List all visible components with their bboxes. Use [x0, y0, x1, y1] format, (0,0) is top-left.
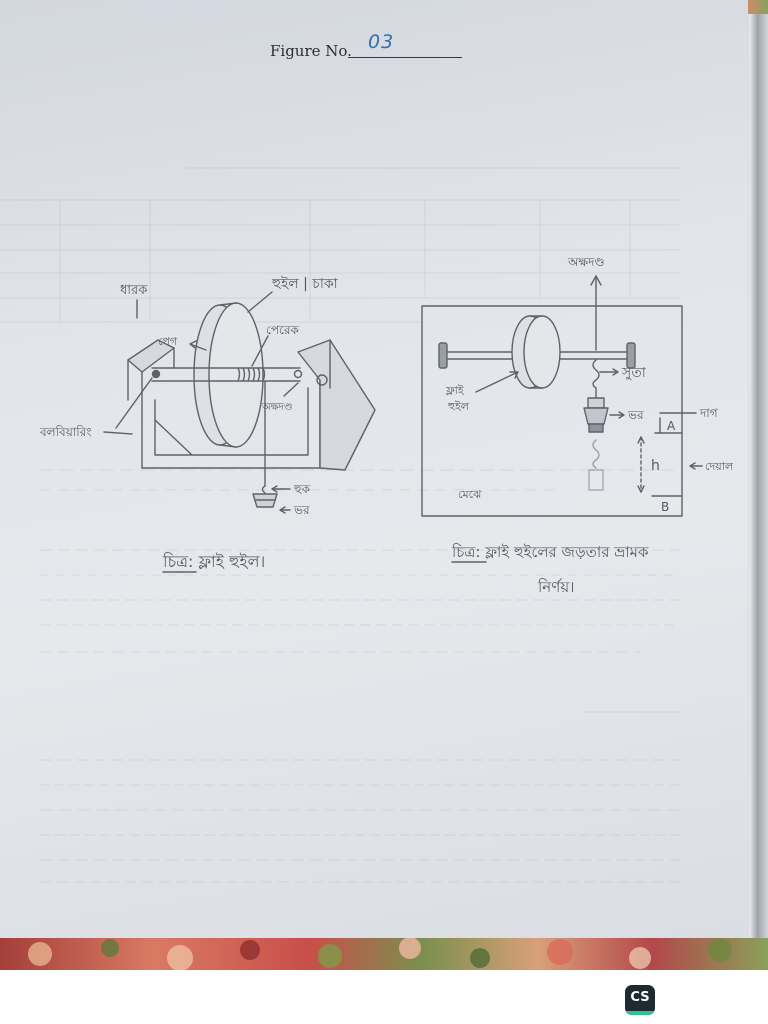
left-figure-flywheel [103, 291, 376, 573]
label-wheel: হুইল | চাকা [271, 275, 339, 292]
label-mass: ভর [293, 503, 310, 517]
axle-up-arrow-head [590, 275, 602, 286]
right-string-coil [592, 359, 600, 399]
height-arrow-heads [637, 436, 645, 493]
axle-end-right [626, 342, 636, 369]
right-wheel-front [523, 315, 561, 389]
label-peg: পেগ [158, 335, 178, 348]
wheel-leader [247, 291, 273, 313]
left-caption: চিত্র: ফ্লাই হুইল। [162, 552, 265, 571]
label-string: সুতা [621, 365, 647, 381]
axle-leader [283, 382, 299, 397]
background-fabric-bottom [0, 938, 768, 970]
bleed-through-marks [0, 167, 680, 883]
right-bracket-mark [316, 374, 328, 386]
peg-arrow [189, 340, 207, 351]
mass-arrow-right [609, 411, 625, 419]
right-figure-labels: অক্ষদণ্ড সুতা ফ্লাই হুইল ভর দাগ A h দেয়… [445, 255, 734, 596]
label-point-a: A [667, 419, 676, 433]
ball-bearing-right [293, 369, 303, 379]
logo-accent-bar [625, 1011, 655, 1015]
wheel-rim-top [219, 302, 237, 306]
label-wall: দেয়াল [705, 460, 734, 473]
label-axle-top: অক্ষদণ্ড [567, 255, 605, 269]
wheel-rim-bottom [219, 444, 237, 448]
nail-leader [251, 335, 269, 367]
label-fly-wheel-line1: ফ্লাই [445, 384, 465, 397]
experiment-frame [421, 305, 683, 517]
ball-bearing-leader-2 [115, 377, 153, 429]
wall-arrow [689, 462, 703, 470]
fly-wheel-arrow [475, 371, 519, 393]
stand-base-inner [154, 387, 309, 456]
label-nail: পেরেক [266, 323, 299, 337]
hook [261, 485, 266, 494]
ball-bearing-left [151, 369, 161, 379]
label-holder: ধারক [120, 283, 148, 298]
right-mass-top [587, 397, 605, 409]
drawing-canvas: ধারক হুইল | চাকা পেগ পেরেক বলবিয়ারিং অক… [0, 167, 734, 883]
figure-label: Figure No. [270, 42, 352, 60]
figure-number-underline [348, 57, 462, 58]
right-mass-base [588, 423, 604, 433]
scanner-app-logo: CS [625, 985, 655, 1015]
hook-arrow [271, 485, 291, 493]
axle-end-left [438, 342, 448, 369]
notebook-page: Figure No. 03 [0, 0, 748, 945]
right-bracket [297, 339, 376, 471]
label-axle: অক্ষদণ্ড [261, 402, 293, 413]
string-arrow [599, 368, 619, 376]
lower-string-coil [592, 439, 600, 469]
label-ball-bearing: বলবিয়ারিং [39, 425, 91, 439]
label-floor: মেঝে [458, 488, 482, 501]
stand-base-shade [154, 419, 193, 456]
logo-text: CS [630, 990, 650, 1005]
right-caption-line2: নির্ণয়। [537, 578, 575, 596]
label-hook: হুক [293, 482, 311, 496]
lower-mass [588, 469, 604, 491]
left-figure-labels: ধারক হুইল | চাকা পেগ পেরেক বলবিয়ারিং অক… [39, 275, 339, 571]
label-point-b: B [661, 500, 669, 514]
right-mass-body [583, 407, 609, 425]
ball-bearing-leader-1 [103, 431, 133, 435]
label-mass-right: ভর [627, 408, 644, 422]
label-fly-wheel-line2: হুইল [447, 400, 470, 413]
axle-coil [237, 367, 266, 382]
right-caption-line1: চিত্র: ফ্লাই হুইলের জড়তার ভ্রামক [451, 543, 649, 561]
fabric-pattern [28, 938, 732, 970]
mass-arrow [279, 506, 291, 514]
figure-number: 03 [368, 31, 395, 53]
label-mark: দাগ [699, 406, 719, 420]
right-figure-experiment [421, 275, 703, 563]
label-height: h [651, 458, 660, 474]
